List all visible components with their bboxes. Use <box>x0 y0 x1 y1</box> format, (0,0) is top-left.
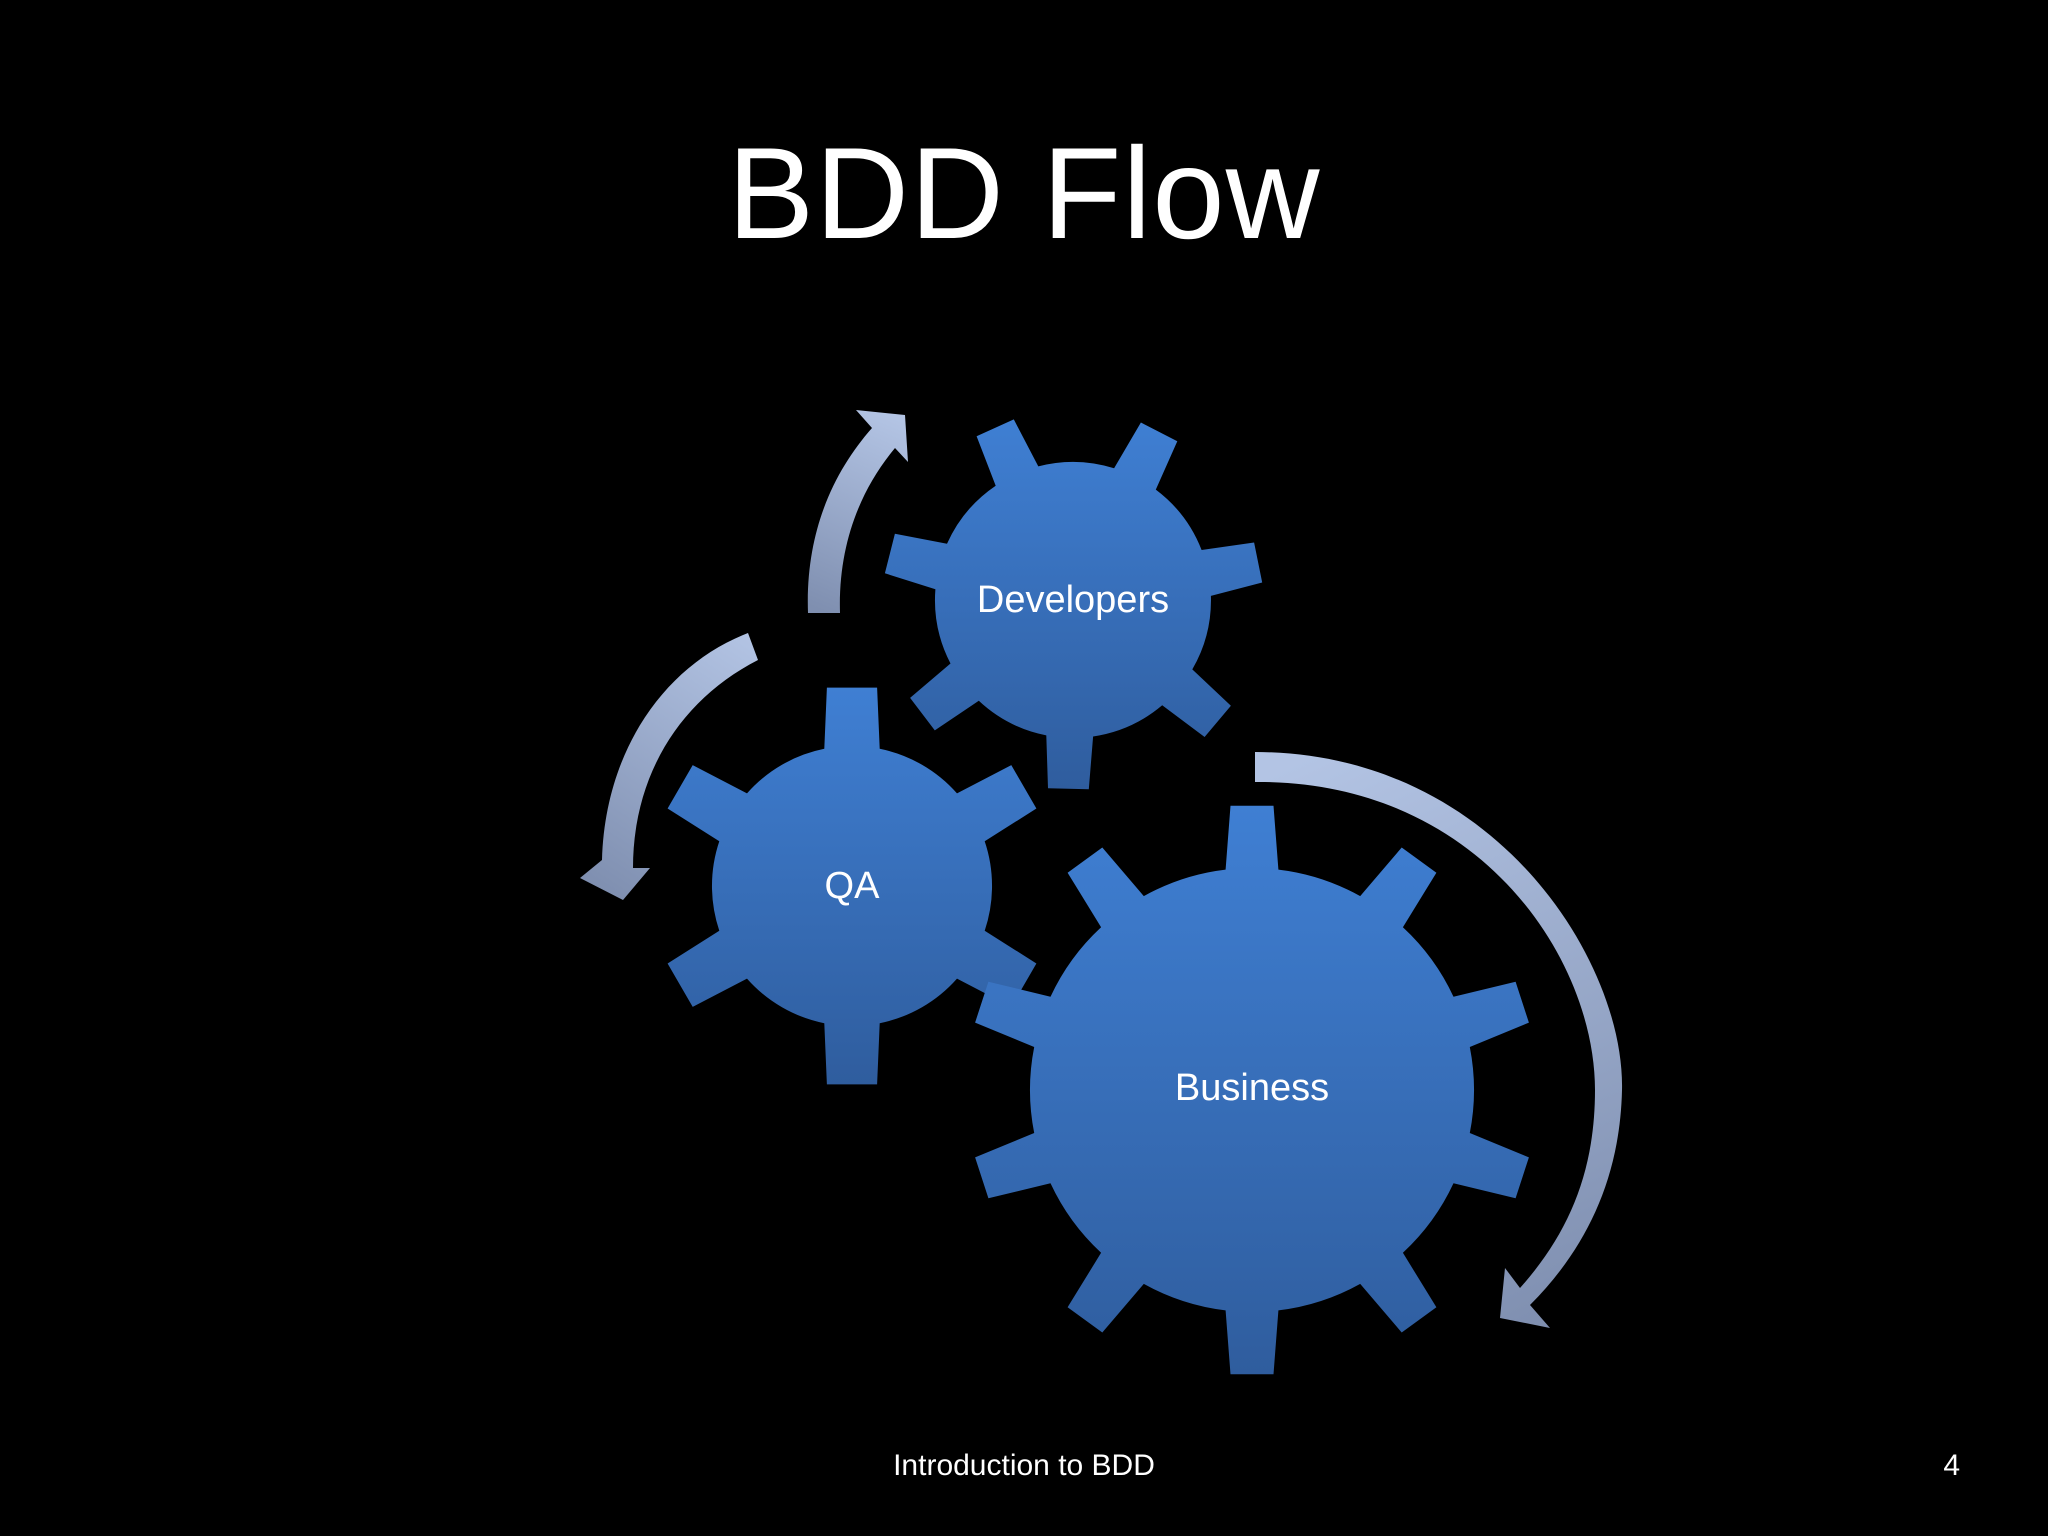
business-label: Business <box>1175 1067 1329 1109</box>
arrow-qa-to-developers <box>580 633 758 900</box>
developers-gear-icon <box>884 419 1263 790</box>
qa-gear-icon <box>667 687 1037 1085</box>
footer-text: Introduction to BDD <box>893 1449 1155 1482</box>
slide-number: 4 <box>1943 1449 1960 1482</box>
gear-developers: Developers <box>884 419 1263 790</box>
arrow-business-to-qa <box>1255 752 1623 1328</box>
business-gear-icon <box>975 805 1529 1375</box>
qa-label: QA <box>825 865 881 907</box>
arrow-developers-to-business <box>807 410 908 613</box>
slide-title: BDD Flow <box>727 120 1321 266</box>
gear-business: Business <box>975 805 1529 1375</box>
gear-qa: QA <box>667 687 1037 1085</box>
developers-label: Developers <box>977 579 1169 621</box>
